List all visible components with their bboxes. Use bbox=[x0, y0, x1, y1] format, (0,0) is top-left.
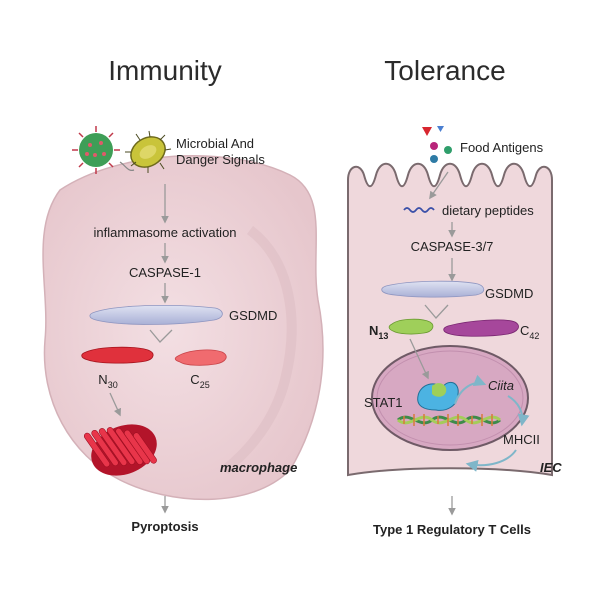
nucleus-inner-membrane bbox=[376, 350, 524, 446]
label-n13: N13 bbox=[369, 323, 388, 341]
label-dietary-peptides: dietary peptides bbox=[442, 203, 534, 218]
label-n30: N30 bbox=[98, 372, 117, 390]
arrow-to-pore bbox=[109, 392, 121, 417]
label-caspase1: CASPASE-1 bbox=[129, 265, 201, 280]
label-food-antigens: Food Antigens bbox=[460, 140, 544, 155]
label-gsdmd-right: GSDMD bbox=[485, 286, 533, 301]
label-stat1: STAT1 bbox=[364, 395, 403, 410]
cleavage-fork-right bbox=[424, 304, 449, 319]
bacterium-icon bbox=[119, 130, 172, 173]
label-ciita: Ciita bbox=[488, 378, 514, 393]
label-gsdmd-left: GSDMD bbox=[229, 308, 277, 323]
arrow-ciita-to-mhcii bbox=[507, 395, 530, 427]
gsdmd-protein-left bbox=[89, 304, 223, 325]
stat1-protein-icon bbox=[417, 381, 459, 411]
label-tr1-cells: Type 1 Regulatory T Cells bbox=[373, 522, 531, 537]
n30-fragment bbox=[81, 346, 154, 364]
arrow-stat1-to-ciita bbox=[454, 374, 487, 405]
dna-helix-icon bbox=[397, 414, 501, 426]
label-c25: C25 bbox=[190, 372, 209, 390]
label-pyroptosis: Pyroptosis bbox=[131, 519, 198, 534]
heading-tolerance: Tolerance bbox=[384, 55, 505, 86]
virus-icon bbox=[72, 126, 120, 174]
macrophage-cell bbox=[42, 154, 324, 501]
label-c42: C42 bbox=[520, 323, 539, 341]
c25-fragment bbox=[174, 349, 227, 366]
food-antigens-icon bbox=[422, 126, 452, 163]
cleavage-fork-left bbox=[149, 329, 173, 343]
c42-fragment bbox=[443, 319, 519, 337]
label-inflammasome-activation: inflammasome activation bbox=[93, 225, 236, 240]
peptide-chain-icon bbox=[403, 207, 435, 213]
gasdermin-pore-icon bbox=[83, 424, 157, 476]
label-mhcii: MHCII bbox=[503, 432, 540, 447]
heading-immunity: Immunity bbox=[108, 55, 222, 86]
arrow-n13-to-stat1 bbox=[409, 338, 429, 380]
n13-fragment bbox=[388, 318, 434, 335]
arrow-antigens-to-peptides bbox=[429, 171, 449, 200]
label-macrophage: macrophage bbox=[220, 460, 297, 475]
label-danger-signals: Danger Signals bbox=[176, 152, 265, 167]
macrophage-membrane-fold bbox=[221, 226, 297, 474]
gsdmd-protein-right bbox=[381, 280, 485, 298]
label-microbial: Microbial And bbox=[176, 136, 254, 151]
label-iec: IEC bbox=[540, 460, 562, 475]
label-caspase37: CASPASE-3/7 bbox=[411, 239, 494, 254]
arrow-mhcii-to-membrane bbox=[465, 449, 517, 472]
